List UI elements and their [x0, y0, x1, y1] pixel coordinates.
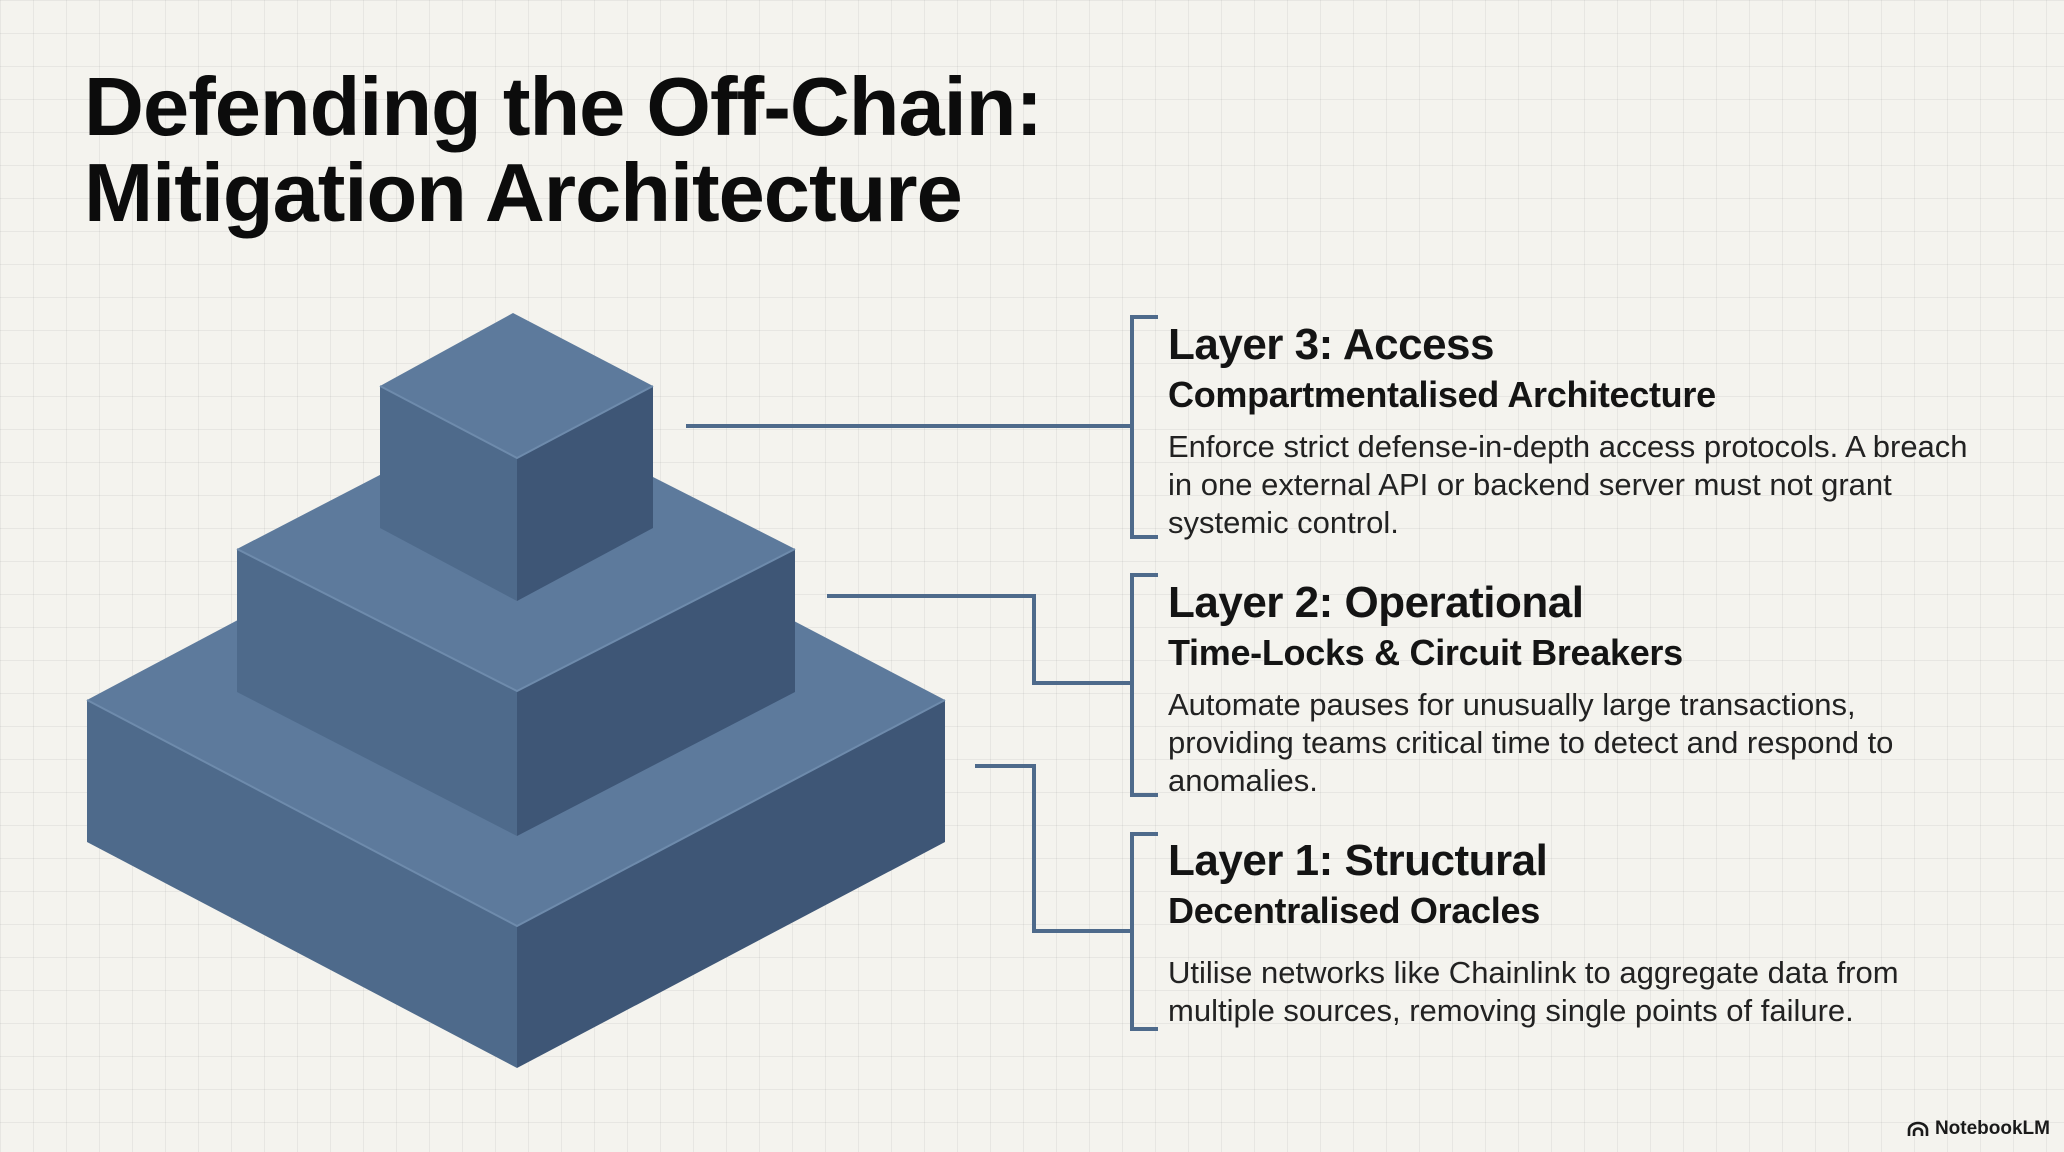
layer-1-callout: Layer 1: Structural Decentralised Oracle… — [1168, 836, 1988, 1030]
bracket-layer-1 — [1130, 832, 1158, 1031]
notebooklm-logo-icon — [1907, 1121, 1929, 1136]
layer-1-subtitle: Decentralised Oracles — [1168, 890, 1540, 931]
block-2-left-face — [237, 549, 517, 836]
layer-2-callout: Layer 2: Operational Time-Locks & Circui… — [1168, 578, 1988, 800]
brand-watermark: NotebookLM — [1907, 1118, 2050, 1140]
layer-3-description: Enforce strict defense-in-depth access p… — [1168, 429, 1968, 540]
block-3-left-face — [380, 386, 517, 601]
bracket-layer-2 — [1130, 573, 1158, 797]
block-3-right-face — [517, 386, 653, 601]
layer-3-subtitle: Compartmentalised Architecture — [1168, 374, 1716, 415]
connector-layer-2 — [827, 594, 1132, 685]
block-1-right-face — [517, 700, 945, 1068]
brand-name: NotebookLM — [1934, 1118, 2050, 1139]
layer-2-description: Automate pauses for unusually large tran… — [1168, 687, 1894, 798]
block-1-left-face — [87, 700, 517, 1068]
connector-layer-1 — [975, 764, 1132, 933]
page-title-line-1: Defending the Off-Chain: — [84, 60, 1043, 153]
page-title-line-2: Mitigation Architecture — [84, 146, 963, 239]
layer-1-title: Layer 1: Structural — [1168, 836, 1548, 885]
bracket-layer-3 — [1130, 315, 1158, 539]
layer-3-callout: Layer 3: Access Compartmentalised Archit… — [1168, 320, 1988, 542]
pyramid-block-layer-3 — [379, 313, 654, 601]
block-2-right-face — [517, 549, 795, 836]
layer-1-description: Utilise networks like Chainlink to aggre… — [1168, 955, 1899, 1028]
layer-3-title: Layer 3: Access — [1168, 320, 1494, 369]
layer-2-subtitle: Time-Locks & Circuit Breakers — [1168, 632, 1683, 673]
page-title: Defending the Off-Chain: Mitigation Arch… — [84, 60, 1043, 239]
layer-2-title: Layer 2: Operational — [1168, 578, 1584, 627]
